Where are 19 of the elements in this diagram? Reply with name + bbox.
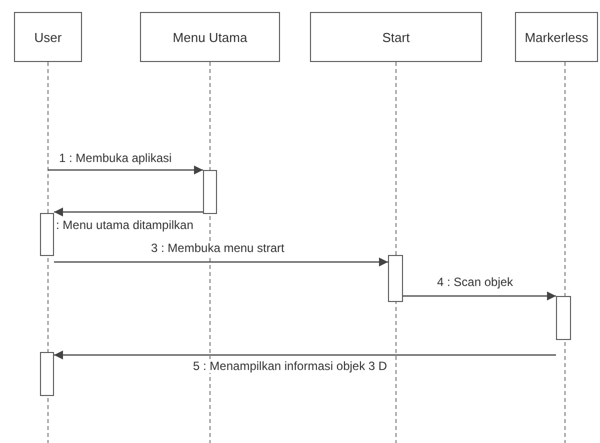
message-label: : Menu utama ditampilkan [55,218,194,232]
message-arrow [48,166,203,174]
message-label: 5 : Menampilkan informasi objek 3 D [192,359,388,373]
activation-bar [40,352,54,396]
message-arrow [54,208,203,216]
message-arrow [54,258,388,266]
message-label: 3 : Membuka menu strart [150,241,286,255]
message-label: 4 : Scan objek [436,275,514,289]
participant-box: Start [310,12,482,62]
message-arrow [54,350,556,360]
activation-bar [203,170,217,214]
message-label: 1 : Membuka aplikasi [58,151,173,165]
activation-bar [40,213,54,256]
message-arrow [403,292,556,300]
activation-bar [388,255,403,302]
participant-box: User [14,12,82,62]
activation-bar [556,296,571,340]
participant-box: Markerless [515,12,598,62]
participant-box: Menu Utama [140,12,280,62]
